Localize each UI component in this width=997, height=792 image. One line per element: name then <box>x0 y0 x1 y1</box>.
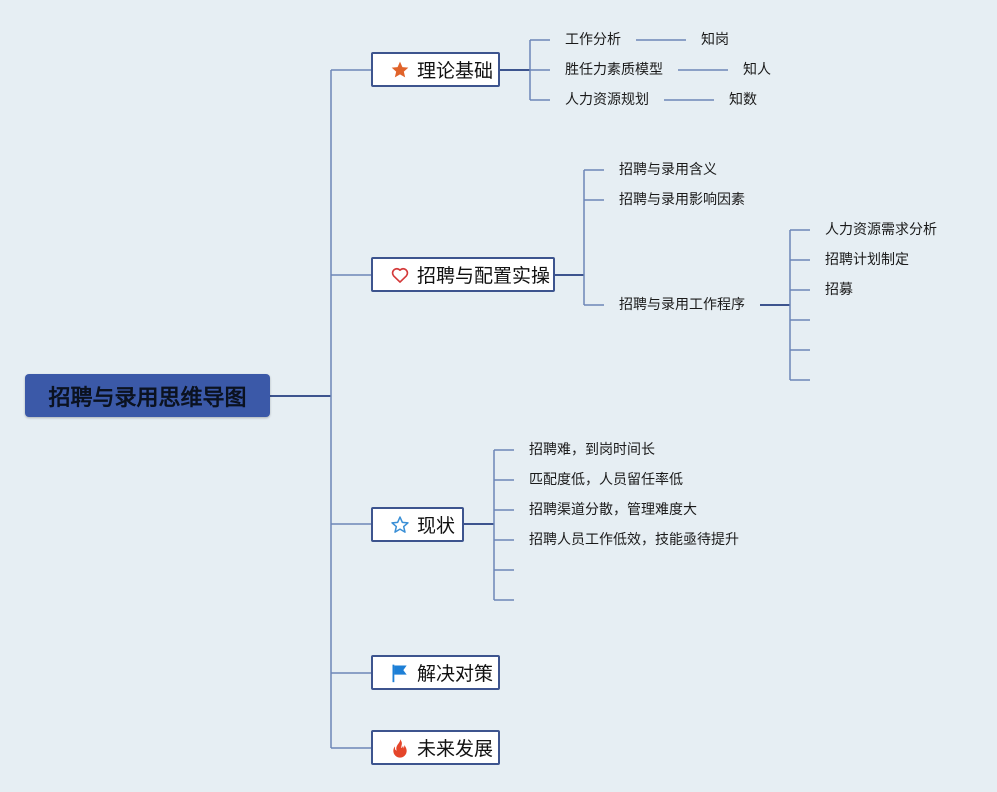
leaf-status-4[interactable]: 招聘人员工作低效，技能亟待提升 <box>529 532 739 548</box>
leaf-competency-model[interactable]: 胜任力素质模型 <box>565 62 663 78</box>
branch-theory[interactable]: 理论基础 <box>371 52 500 87</box>
branch-practice[interactable]: 招聘与配置实操 <box>371 257 555 292</box>
branch-label: 招聘与配置实操 <box>417 265 551 287</box>
leaf-plan[interactable]: 招聘计划制定 <box>825 252 909 268</box>
leaf-demand-analysis[interactable]: 人力资源需求分析 <box>825 222 937 238</box>
heart-outline-icon <box>389 264 411 286</box>
branch-future[interactable]: 未来发展 <box>371 730 500 765</box>
leaf-job-analysis[interactable]: 工作分析 <box>565 32 621 48</box>
leaf-note[interactable]: 知数 <box>729 92 757 108</box>
flag-icon <box>389 662 411 684</box>
leaf-note[interactable]: 知人 <box>743 62 771 78</box>
leaf-procedure[interactable]: 招聘与录用工作程序 <box>619 297 745 313</box>
branch-label: 理论基础 <box>417 60 494 82</box>
fire-icon <box>389 737 411 759</box>
branch-solutions[interactable]: 解决对策 <box>371 655 500 690</box>
star-outline-icon <box>389 514 411 536</box>
leaf-status-2[interactable]: 匹配度低，人员留任率低 <box>529 472 683 488</box>
branch-label: 解决对策 <box>417 663 494 685</box>
leaf-meaning[interactable]: 招聘与录用含义 <box>619 162 717 178</box>
branch-label: 未来发展 <box>417 738 494 760</box>
leaf-recruit[interactable]: 招募 <box>825 282 853 298</box>
leaf-status-3[interactable]: 招聘渠道分散，管理难度大 <box>529 502 697 518</box>
leaf-factors[interactable]: 招聘与录用影响因素 <box>619 192 745 208</box>
root-title: 招聘与录用思维导图 <box>48 385 247 411</box>
root-node[interactable]: 招聘与录用思维导图 <box>25 374 270 417</box>
leaf-note[interactable]: 知岗 <box>701 32 729 48</box>
branch-label: 现状 <box>417 515 456 537</box>
leaf-hr-planning[interactable]: 人力资源规划 <box>565 92 649 108</box>
branch-status[interactable]: 现状 <box>371 507 464 542</box>
star-filled-icon <box>389 59 411 81</box>
leaf-status-1[interactable]: 招聘难，到岗时间长 <box>529 442 655 458</box>
